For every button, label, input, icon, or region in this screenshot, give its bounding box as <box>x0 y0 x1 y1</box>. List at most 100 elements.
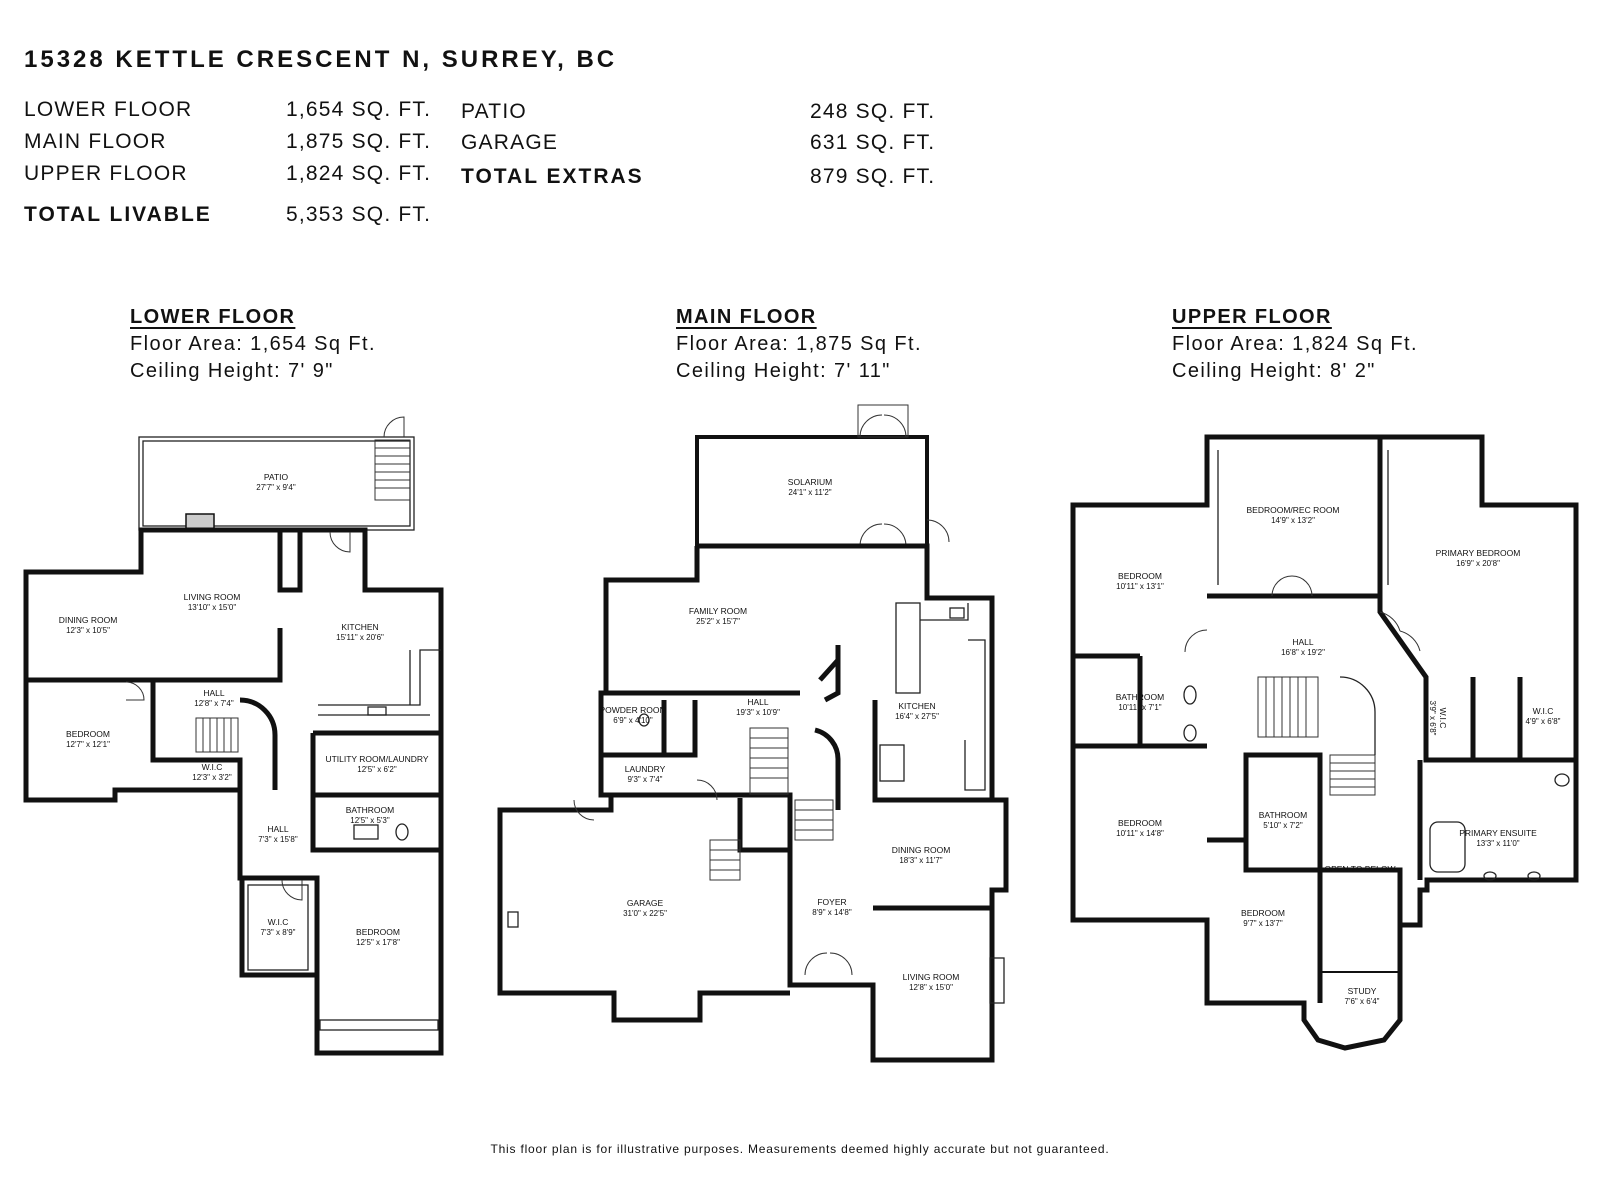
room-dimensions: 6'9" x 4'10" <box>613 716 653 725</box>
room-dimensions: 10'11" x 14'8" <box>1116 829 1164 838</box>
main-interior-wall <box>737 798 793 985</box>
summary-label: UPPER FLOOR <box>24 162 188 185</box>
room-label: LIVING ROOM <box>903 972 960 982</box>
door-swing <box>1379 611 1421 652</box>
room-dimensions: 7'6" x 6'4" <box>1345 997 1380 1006</box>
door-swing <box>281 879 303 901</box>
lower-interior-wall <box>26 628 283 683</box>
lower-stairs <box>195 717 239 753</box>
ensuite-toilet <box>1554 773 1570 787</box>
lower-floor-header: LOWER FLOOR Floor Area: 1,654 Sq Ft. Cei… <box>130 304 460 385</box>
fireplace <box>185 513 215 530</box>
room-label: SOLARIUM <box>788 477 832 487</box>
room-label: FOYER <box>817 897 846 907</box>
lower-interior-wall <box>310 730 441 853</box>
room-dimensions: 12'3" x 3'2" <box>192 773 232 782</box>
room-dimensions: 8'9" x 14'8" <box>812 908 852 917</box>
property-address: 15328 KETTLE CRESCENT N, SURREY, BC <box>24 46 618 73</box>
room-label: BATHROOM <box>346 805 394 815</box>
main-interior-wall <box>606 645 841 703</box>
room-dimensions: 25'2" x 15'7" <box>696 617 740 626</box>
room-label: BEDROOM/REC ROOM <box>1246 505 1339 515</box>
door-swing <box>125 681 145 701</box>
upper-exterior-walls <box>1070 434 1579 1051</box>
room-dimensions: 7'3" x 15'8" <box>258 835 298 844</box>
room-label: BEDROOM <box>1118 571 1162 581</box>
room-dimensions: 19'3" x 10'9" <box>736 708 780 717</box>
upper-interior-wall <box>1207 760 1423 1003</box>
room-dimensions: 3'9" x 6'8" <box>1428 701 1437 736</box>
solarium-walls <box>695 435 929 546</box>
room-dimensions: 7'3" x 8'9" <box>261 928 296 937</box>
room-label: PRIMARY BEDROOM <box>1436 548 1521 558</box>
floor-title: MAIN FLOOR <box>676 306 817 328</box>
room-dimensions: 12'5" x 6'2" <box>357 765 397 774</box>
wic-shelving <box>247 884 309 971</box>
door-swing <box>573 799 595 821</box>
room-dimensions: 10'11" x 7'1" <box>1118 703 1161 712</box>
summary-extras-value: 879 SQ. FT. <box>810 165 936 188</box>
upper-stairs <box>1257 676 1376 796</box>
room-label: LIVING ROOM <box>184 592 241 602</box>
room-dimensions: 12'3" x 10'5" <box>66 626 110 635</box>
room-dimensions: 27'7" x 9'4" <box>256 483 296 492</box>
room-dimensions: 9'3" x 7'4" <box>628 775 663 784</box>
main-interior-wall <box>818 658 992 803</box>
stair-rail <box>1339 676 1376 755</box>
door-swing <box>1184 629 1208 653</box>
toilet <box>1183 724 1197 742</box>
front-door-swing <box>804 952 853 976</box>
floor-area: Floor Area: 1,875 Sq Ft. <box>676 333 922 355</box>
room-label: BATHROOM <box>1116 692 1164 702</box>
room-label: W.I.C <box>1438 708 1448 729</box>
room-dimensions: 13'10" x 15'0" <box>188 603 236 612</box>
summary-value: 1,654 SQ. FT. <box>286 98 432 121</box>
floor-area: Floor Area: 1,654 Sq Ft. <box>130 333 376 355</box>
lower-stair-wall <box>239 697 278 790</box>
room-label: LAUNDRY <box>625 764 666 774</box>
ensuite-sink <box>1483 871 1497 881</box>
bedroom-window-seat <box>319 1019 439 1031</box>
summary-extras-label: TOTAL EXTRAS <box>461 165 644 188</box>
room-label: DINING ROOM <box>59 615 118 625</box>
summary-value: 248 SQ. FT. <box>810 100 936 123</box>
toilet <box>638 713 650 727</box>
summary-label: MAIN FLOOR <box>24 130 167 153</box>
room-label: BEDROOM <box>356 927 400 937</box>
floor-title: LOWER FLOOR <box>130 306 296 328</box>
room-label: KITCHEN <box>898 701 935 711</box>
lower-interior-wall <box>150 680 243 790</box>
ceiling-height: Ceiling Height: 8' 2" <box>1172 360 1376 382</box>
room-label: HALL <box>747 697 769 707</box>
room-label: BEDROOM <box>1118 818 1162 828</box>
main-floor-plan: SOLARIUM 24'1" x 11'2" FAMILY ROOM 25'2"… <box>497 404 1009 1063</box>
floor-title: UPPER FLOOR <box>1172 306 1332 328</box>
solarium-french-door <box>857 404 909 438</box>
room-label: UTILITY ROOM/LAUNDRY <box>325 754 428 764</box>
kitchen-island <box>895 602 921 694</box>
room-label: KITCHEN <box>341 622 378 632</box>
room-label: FAMILY ROOM <box>689 606 747 616</box>
closet-shelving <box>1217 450 1389 585</box>
upper-floor-header: UPPER FLOOR Floor Area: 1,824 Sq Ft. Cei… <box>1172 304 1502 385</box>
toilet <box>395 823 409 841</box>
room-label: POWDER ROOM <box>599 705 666 715</box>
sink <box>1183 685 1197 705</box>
room-label: OPEN TO BELOW <box>1324 864 1395 874</box>
room-dimensions: 9'7" x 13'7" <box>1243 919 1283 928</box>
upper-interior-wall <box>1073 653 1207 749</box>
room-label: PATIO <box>264 472 289 482</box>
room-label: HALL <box>1292 637 1314 647</box>
main-floor-header: MAIN FLOOR Floor Area: 1,875 Sq Ft. Ceil… <box>676 304 1006 385</box>
main-stairs <box>709 727 834 881</box>
summary-value: 1,875 SQ. FT. <box>286 130 432 153</box>
room-dimensions: 13'3" x 11'0" <box>1476 839 1519 848</box>
summary-value: 1,824 SQ. FT. <box>286 162 432 185</box>
room-dimensions: 10'11" x 13'1" <box>1116 582 1164 591</box>
room-label: STUDY <box>1348 986 1377 996</box>
room-dimensions: 12'7" x 12'1" <box>66 740 110 749</box>
summary-label: LOWER FLOOR <box>24 98 193 121</box>
room-label: W.I.C <box>202 762 223 772</box>
floor-area: Floor Area: 1,824 Sq Ft. <box>1172 333 1418 355</box>
room-dimensions: 4'9" x 6'8" <box>1526 717 1561 726</box>
